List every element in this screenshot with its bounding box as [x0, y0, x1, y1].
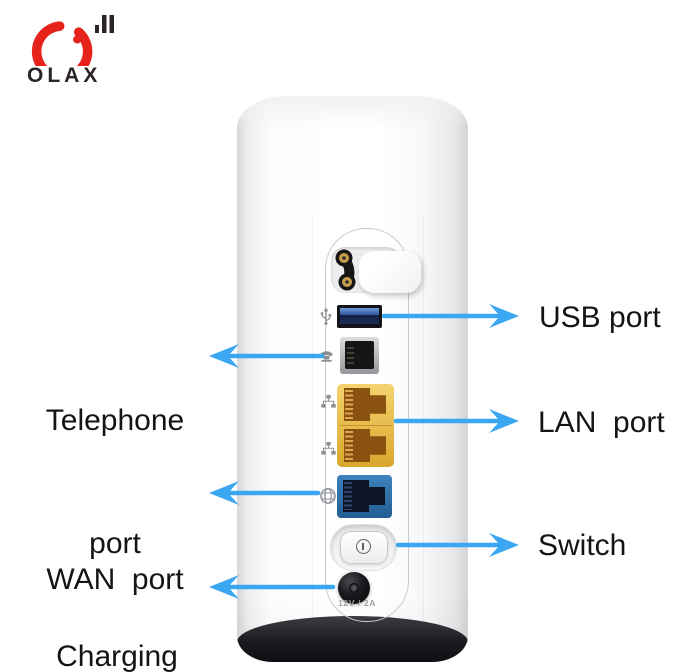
wan-jack — [343, 480, 385, 512]
lan-icon-1 — [321, 395, 336, 408]
power-rating-label: 12V / 2A — [338, 598, 376, 608]
power-icon — [356, 539, 371, 554]
usb-icon — [320, 307, 332, 325]
antenna-connector-icon — [335, 249, 356, 291]
olax-logo: OLAX — [22, 6, 152, 96]
brand-wordmark: OLAX — [27, 64, 102, 87]
body-contour-right — [423, 216, 424, 622]
usb-port-tongue — [340, 308, 379, 324]
power-switch-recess — [330, 524, 397, 571]
callout-telephone-label: Telephone port — [20, 318, 210, 646]
power-switch — [340, 531, 388, 564]
wan-jack-pins — [344, 482, 352, 510]
antenna-rubber-plug — [359, 251, 421, 293]
lan-port-2-pins — [345, 431, 353, 460]
usb-port — [337, 305, 382, 328]
charging-label-line1: Charging — [56, 640, 178, 672]
router-base — [237, 616, 468, 662]
lan-port-1 — [344, 388, 386, 421]
dc-jack — [338, 572, 370, 604]
callout-lan-label: LAN port — [538, 406, 665, 439]
callout-wan-label: WAN port — [20, 477, 210, 672]
wan-port — [337, 475, 392, 518]
telephone-label-line2: port — [89, 527, 141, 560]
rj11-jack — [345, 341, 374, 369]
body-contour-left — [312, 216, 313, 622]
callout-usb-label: USB port — [539, 301, 661, 334]
phone-icon — [320, 351, 333, 362]
wan-label-line1: WAN port — [46, 563, 184, 596]
lan-icon-2 — [321, 442, 336, 455]
telephone-port — [340, 337, 379, 374]
lan-port-2 — [344, 429, 386, 462]
olax-ring-signal-icon — [31, 15, 114, 82]
globe-icon — [320, 488, 336, 504]
rear-port-panel — [325, 228, 409, 622]
callout-switch-label: Switch — [538, 529, 627, 562]
telephone-label-line1: Telephone — [45, 404, 185, 437]
lan-port-divider — [339, 425, 392, 426]
lan-port-1-pins — [345, 390, 353, 419]
callout-charging-label: Charging port — [22, 552, 212, 672]
lan-ports — [337, 384, 394, 467]
